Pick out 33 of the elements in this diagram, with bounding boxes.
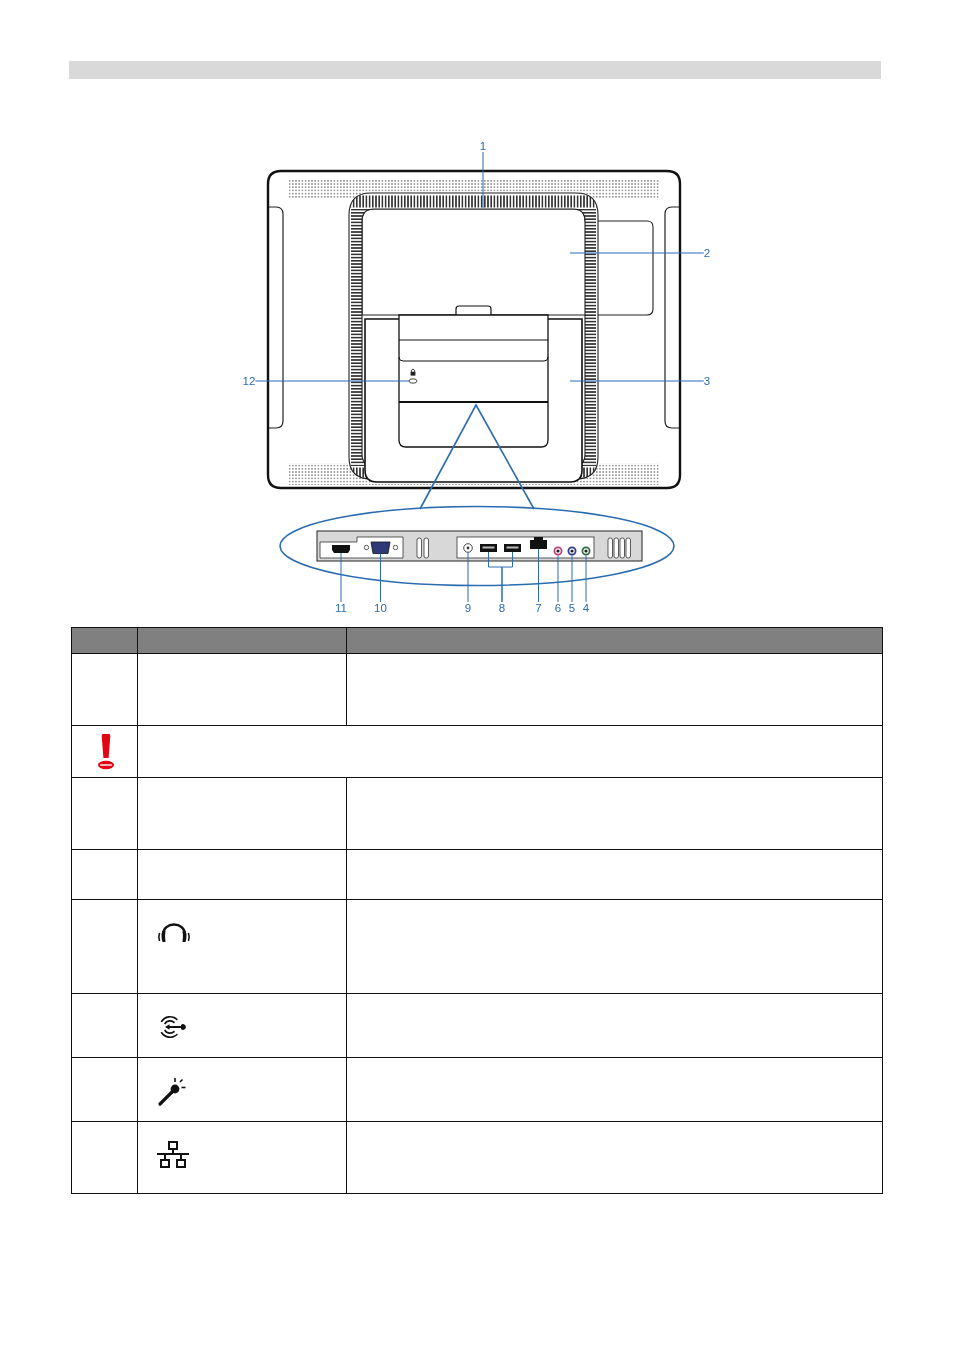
leader-line [482,151,484,209]
callout-number: 12 [242,375,256,387]
leader-line [569,252,705,254]
callout-number: 7 [535,602,542,614]
leader-line [571,555,573,603]
leader-line [380,553,381,603]
audio-jack [553,546,563,556]
hdmi-port [332,545,350,553]
leader-line [467,551,469,603]
leader-line [501,551,513,603]
callout-number: 6 [554,602,562,614]
callout-number: 8 [498,602,506,614]
callout-number: 3 [703,375,711,387]
callout-number: 1 [479,140,487,152]
callout-number: 2 [703,247,711,259]
power-jack [463,543,473,553]
leader-line [538,548,539,603]
leader-line [557,555,559,603]
leader-line [254,380,410,382]
callout-number: 9 [464,602,472,614]
leader-line [340,552,342,603]
leader-line [585,555,587,603]
callout-number: 10 [374,602,387,614]
audio-jack [581,546,591,556]
audio-jack [567,546,577,556]
leader-line [569,380,705,382]
usb-port [480,544,497,552]
vga-port [363,541,399,554]
usb-port [504,544,521,552]
ethernet-port [530,537,547,549]
callout-number: 4 [582,602,590,614]
callout-number: 5 [568,602,576,614]
callout-number: 11 [335,602,347,614]
